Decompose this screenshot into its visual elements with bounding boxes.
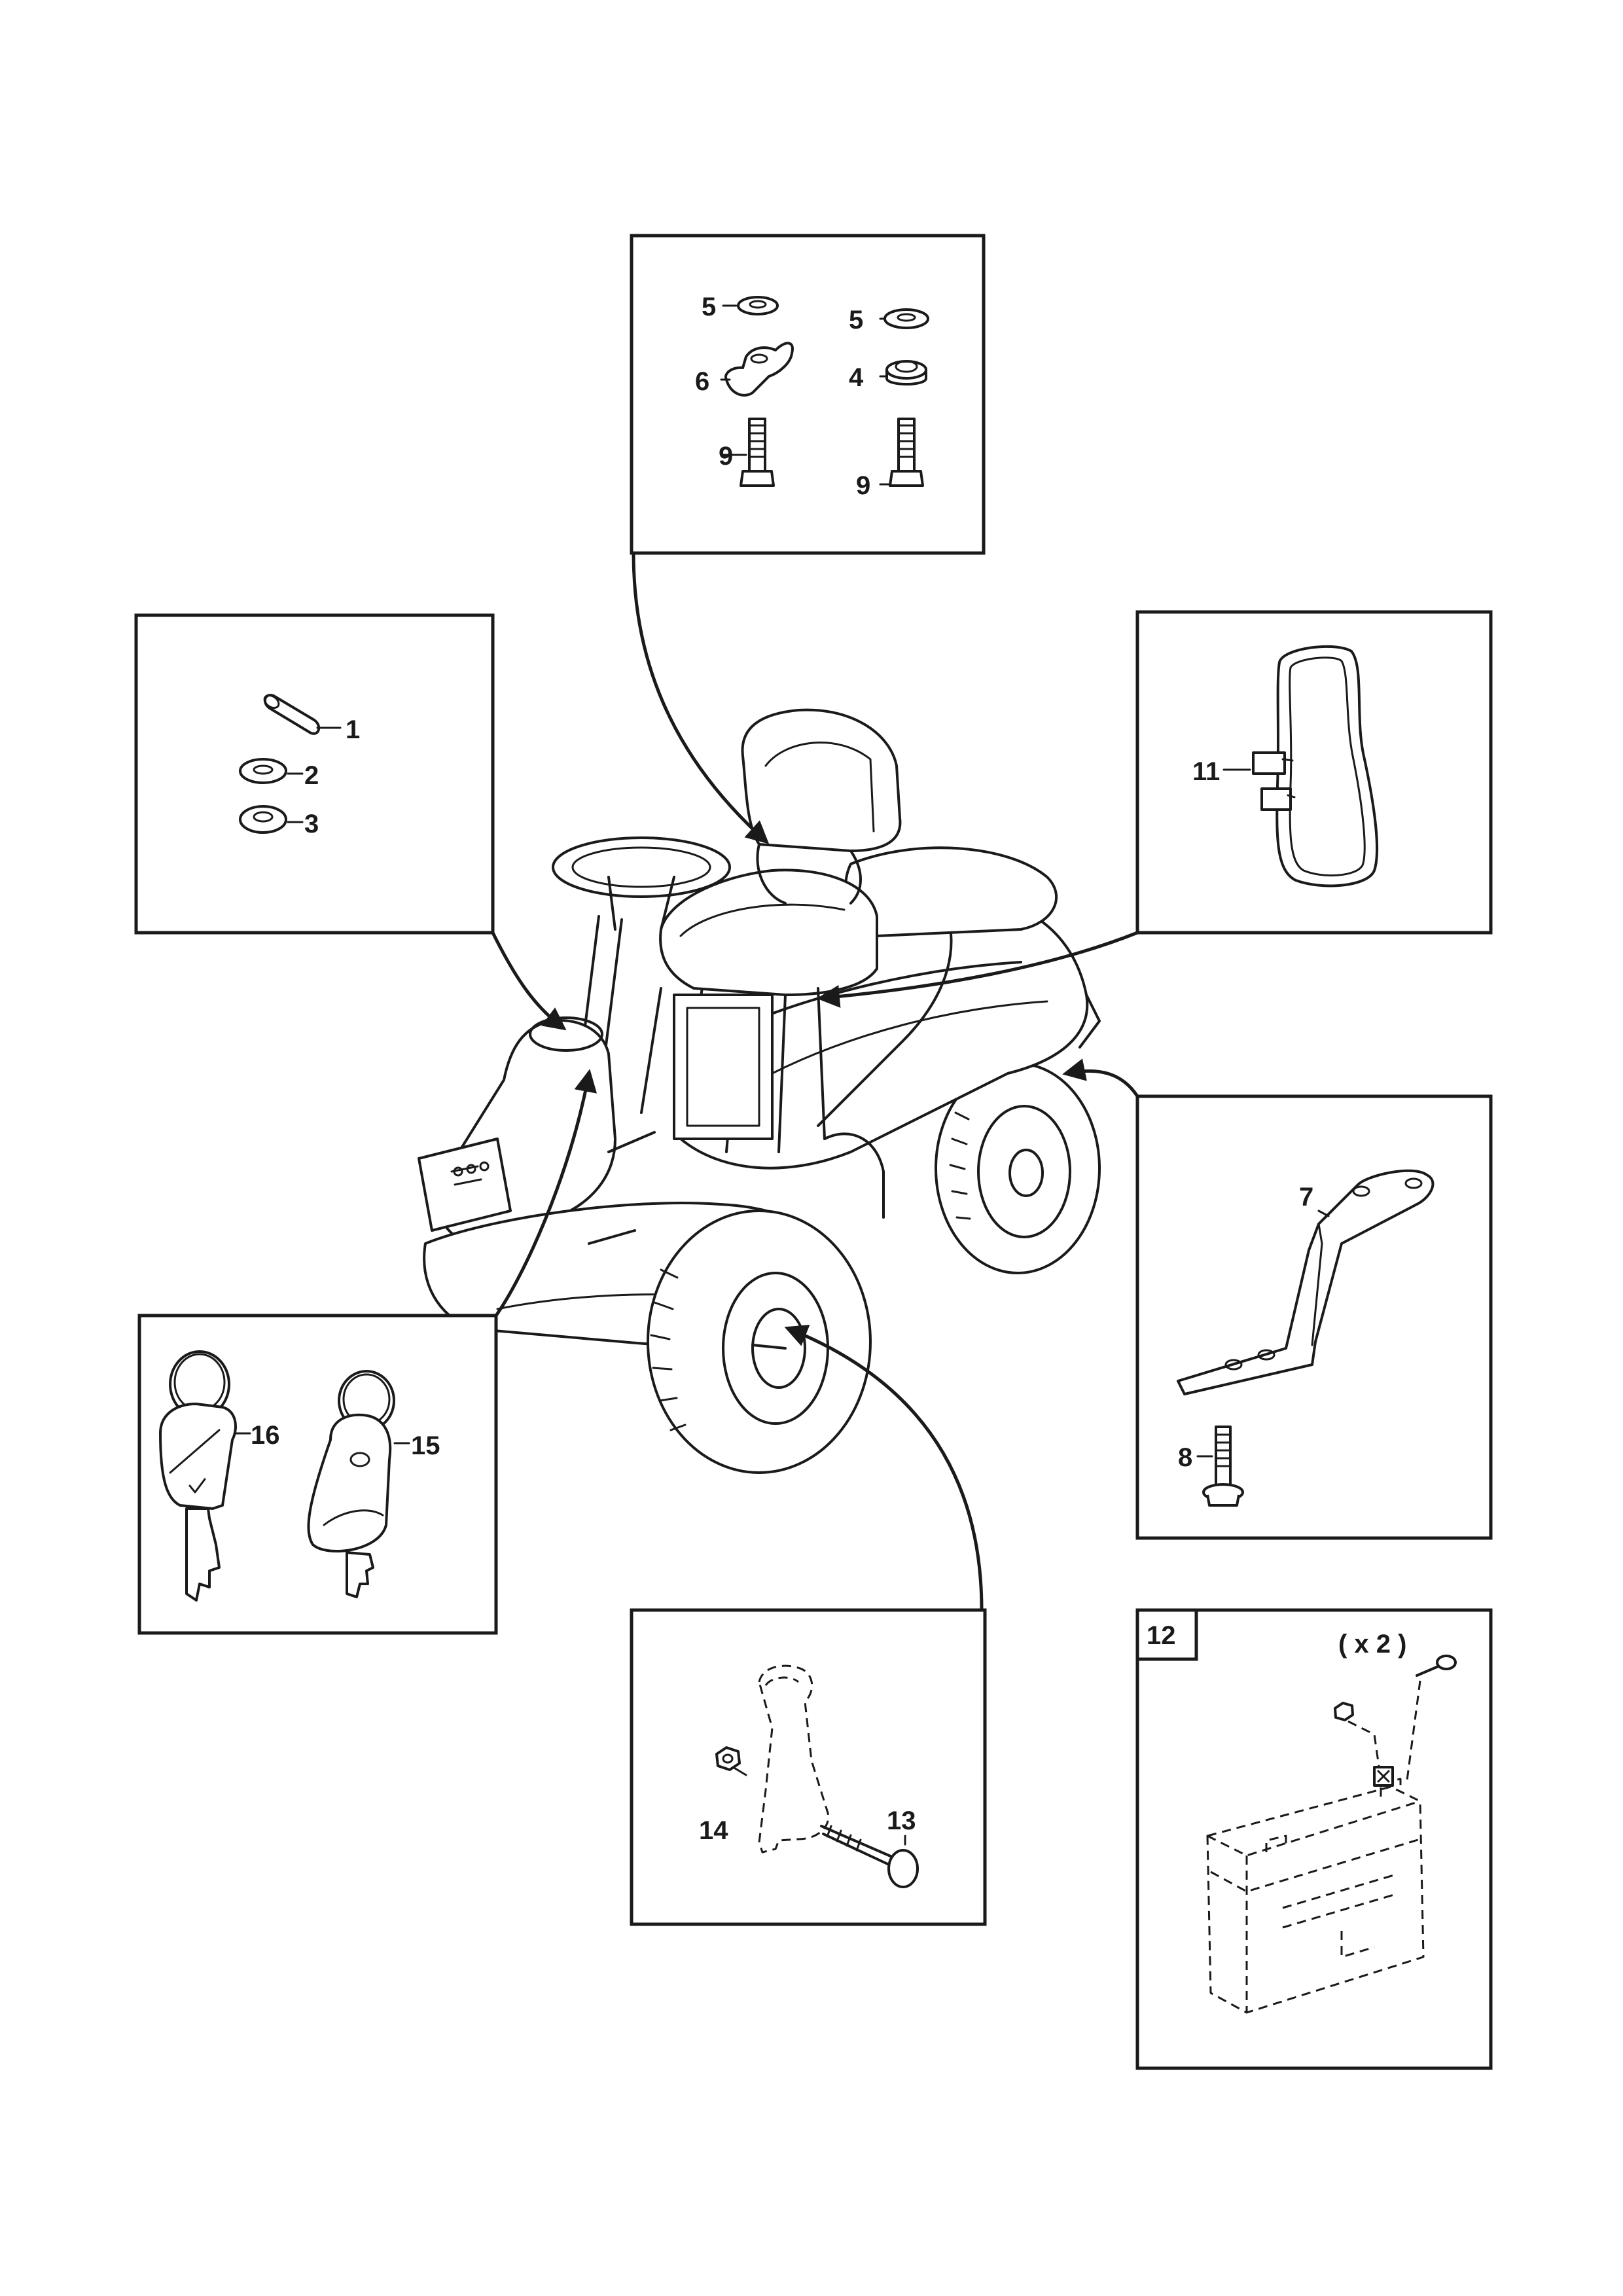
- callout-16: 16: [251, 1421, 280, 1450]
- leader-lines: [491, 551, 1139, 1612]
- seat: [659, 708, 1058, 996]
- battery-terminal: [1373, 1766, 1394, 1787]
- steering-wheel: [552, 836, 731, 1052]
- key-15: [307, 1370, 395, 1598]
- washer-5-left: [737, 296, 779, 315]
- detail-box-wrench: 7 8: [1135, 1094, 1493, 1540]
- callout-12: 12: [1147, 1621, 1176, 1650]
- callout-4: 4: [849, 363, 864, 392]
- wrench-7: [1177, 1169, 1435, 1395]
- knob-6: [724, 342, 794, 397]
- detail-box-strap: 11: [1135, 610, 1493, 935]
- washer-3: [239, 805, 287, 834]
- callout-5b: 5: [849, 306, 863, 334]
- front-hood: [418, 1016, 616, 1245]
- battery-bolt: [1406, 1655, 1457, 1781]
- detail-box-pin-washers: 1 2 3: [134, 613, 495, 935]
- washer-5-right: [883, 308, 929, 329]
- callout-11: 11: [1192, 757, 1220, 786]
- bolt-13: [820, 1825, 919, 1888]
- battery-quantity-label: ( x 2 ): [1338, 1630, 1406, 1659]
- bolt-9-left: [740, 418, 775, 487]
- rear-left-wheel: [823, 1132, 885, 1219]
- callout-15: 15: [411, 1431, 440, 1460]
- key-16: [159, 1350, 237, 1602]
- nut-14: [715, 1746, 741, 1771]
- callout-1: 1: [346, 715, 360, 744]
- callout-13: 13: [887, 1806, 916, 1835]
- frame: [640, 987, 826, 1153]
- battery-nut: [1334, 1702, 1382, 1781]
- detail-box-battery: 12 ( x 2 ): [1135, 1608, 1493, 2070]
- pin-1: [263, 694, 321, 735]
- strap-11: [1252, 645, 1379, 888]
- callout-6: 6: [695, 367, 709, 396]
- detail-box-keys: 16 15: [137, 1314, 498, 1635]
- riding-mower-illustration: [418, 708, 1101, 1474]
- front-wheel: [647, 1210, 872, 1474]
- callout-9a: 9: [719, 442, 733, 471]
- callout-14: 14: [699, 1816, 728, 1845]
- bolt-8: [1202, 1426, 1244, 1507]
- callout-2: 2: [304, 761, 319, 790]
- detail-box-pedal-bolt: 14 13: [630, 1608, 987, 1926]
- spacer-4: [885, 360, 927, 386]
- bolt-9-right: [889, 418, 924, 487]
- washer-2: [239, 758, 287, 784]
- callout-3: 3: [304, 810, 319, 838]
- callout-8: 8: [1178, 1443, 1192, 1472]
- callout-9b: 9: [856, 471, 870, 500]
- pedal-dashed: [758, 1664, 830, 1854]
- callout-7: 7: [1299, 1183, 1313, 1211]
- detail-box-seat-hardware: 5 6 9 5 4 9: [630, 234, 986, 555]
- callout-5a: 5: [702, 293, 716, 321]
